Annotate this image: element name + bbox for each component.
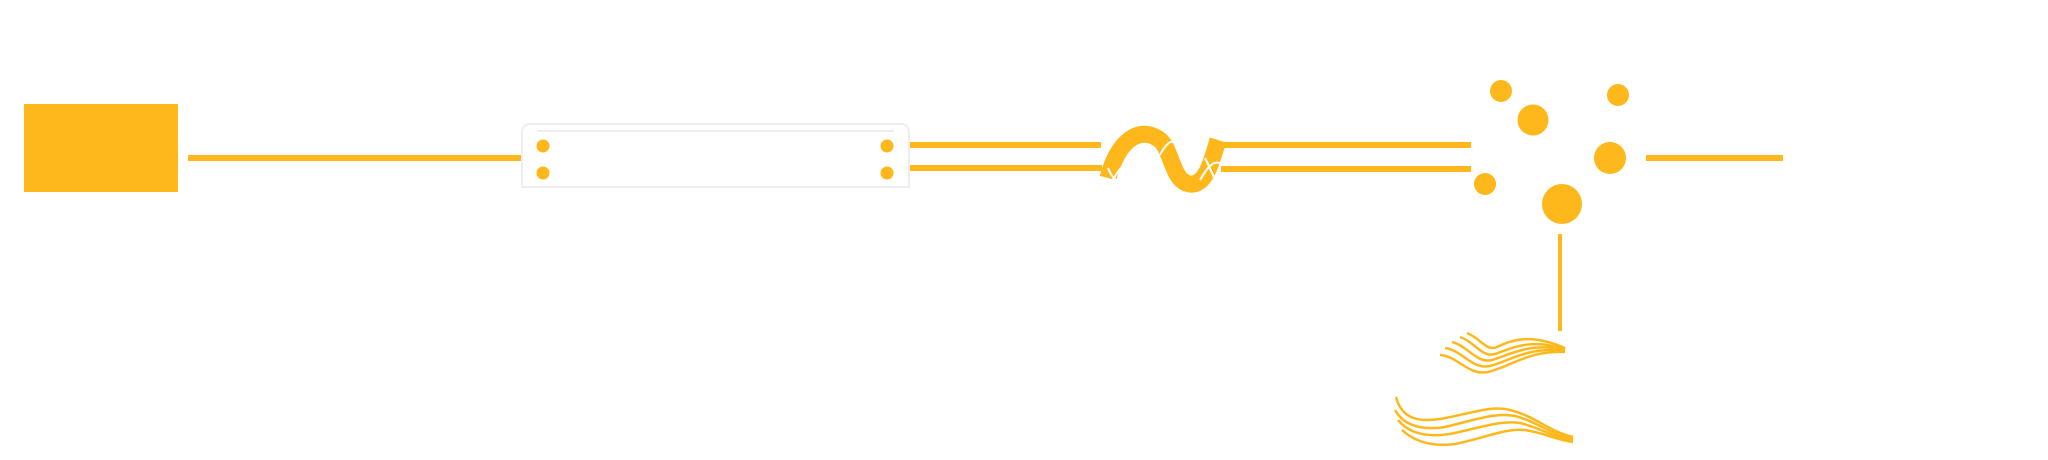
backscatter-line [1558,234,1562,331]
source-block-icon [24,104,178,192]
input-link-line [188,155,521,161]
output-line [1646,155,1783,161]
port-dot [536,139,550,153]
particle [1474,173,1496,195]
connector-panel-top-rail [537,130,894,132]
particle [1607,84,1629,106]
coiled-fiber-icon [1099,125,1227,193]
port-dot [880,139,894,153]
fiber-line-upper [1222,142,1471,148]
fiber-line-lower [1221,166,1471,172]
particle [1594,142,1626,174]
scatter-particles-icon [1474,80,1629,224]
signal-wave-icon [1393,396,1574,447]
connector-panel-icon [521,123,910,188]
signal-wave-icon [1439,331,1566,374]
fiber-line-lower [910,165,1102,171]
particle [1517,104,1549,136]
port-dot [880,166,894,180]
fiber-line-upper [910,142,1101,148]
particle [1542,184,1582,224]
port-dot [536,166,550,180]
particle [1490,80,1512,102]
connector-panel-outline [521,123,910,188]
